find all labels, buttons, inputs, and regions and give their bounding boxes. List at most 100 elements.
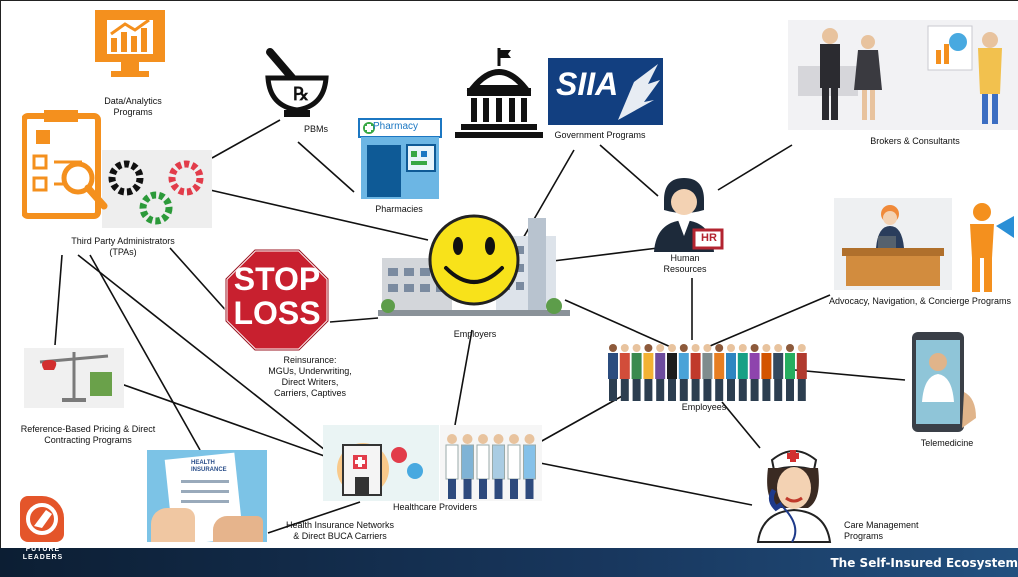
employee-head — [715, 344, 724, 352]
employee-head — [609, 344, 617, 352]
doctor-coat — [445, 444, 459, 480]
employee-legs — [691, 379, 700, 401]
doctor-legs — [479, 479, 487, 499]
doctor-coat — [507, 444, 521, 480]
human-resources-label: Human Resources — [663, 253, 707, 274]
employee-body — [655, 353, 666, 379]
doctor-coat — [461, 444, 474, 480]
employee-head — [668, 344, 676, 352]
hr-person-icon — [654, 178, 724, 252]
employee-legs — [715, 379, 724, 401]
employee-head — [679, 344, 688, 352]
doctor-head — [447, 434, 457, 444]
employee-legs — [656, 379, 665, 401]
doctor-legs — [448, 479, 456, 499]
employee-head — [797, 344, 806, 352]
doctor-head — [524, 434, 535, 444]
employee-legs — [727, 379, 735, 401]
link-employers-employees — [564, 299, 674, 349]
healthcare-providers-label: Healthcare Providers — [392, 502, 478, 512]
employee-body — [619, 353, 630, 379]
employee-head — [774, 344, 783, 352]
doctor-coat — [492, 444, 505, 480]
employee-body — [643, 353, 654, 379]
link-tpa-pbms — [211, 119, 281, 159]
loss-sign-text: LOSS — [233, 295, 321, 331]
link-employees-providers — [539, 394, 625, 443]
employee-head — [738, 344, 747, 352]
doctor-legs — [463, 479, 472, 499]
doctor-head — [493, 434, 504, 444]
stop-loss-sign — [224, 248, 330, 352]
footer-bar — [0, 548, 1018, 577]
pharmacy-building-icon — [358, 118, 442, 199]
employee-head — [762, 344, 771, 352]
siia-eagle-logo: SIIA — [548, 58, 663, 125]
employee-legs — [609, 379, 617, 401]
employee-head — [727, 344, 735, 352]
business-people-icon — [788, 20, 1018, 130]
link-tpa-reference — [54, 254, 63, 346]
pharmacies-label: Pharmacies — [375, 204, 423, 214]
care-management-label: Care Management Programs — [844, 520, 919, 541]
employee-legs — [620, 379, 629, 401]
reinsurance-label: Reinsurance: MGUs, Underwriting, Direct … — [268, 355, 352, 398]
link-employers-providers — [454, 329, 473, 426]
link-advocacy-employees — [709, 294, 831, 347]
employees-crowd-icon — [608, 344, 807, 401]
pbms-label: PBMs — [303, 124, 328, 134]
employee-body — [761, 353, 772, 379]
brokers-label: Brokers & Consultants — [870, 136, 960, 146]
employee-body — [667, 353, 677, 379]
employee-body — [608, 353, 618, 379]
employee-head — [632, 344, 641, 352]
employee-head — [703, 344, 712, 352]
reference-based-label: Reference-Based Pricing & Direct Contrac… — [20, 424, 156, 445]
advocacy-people-icon — [834, 198, 1014, 292]
doctor-head — [462, 434, 473, 444]
employee-head — [786, 344, 794, 352]
link-brokers-hr — [717, 144, 793, 191]
government-programs-label: Government Programs — [554, 130, 646, 140]
link-form-providers — [267, 501, 361, 534]
telemedicine-label: Telemedicine — [920, 438, 974, 448]
employee-legs — [668, 379, 676, 401]
employee-legs — [679, 379, 688, 401]
employers-label: Employers — [453, 329, 497, 339]
pharmacy-sign-text: Pharmacy — [373, 121, 419, 132]
doctor-coat — [476, 444, 490, 480]
employee-head — [691, 344, 700, 352]
footer-title: The Self-Insured Ecosystem — [830, 556, 1018, 570]
employee-legs — [644, 379, 653, 401]
hospital-icon — [323, 425, 439, 501]
link-hr-employers — [544, 247, 659, 263]
employee-legs — [797, 379, 806, 401]
smiley-building-icon — [378, 214, 570, 316]
link-govt-hr — [599, 144, 659, 197]
employees-label: Employees — [681, 402, 727, 412]
employee-head — [750, 344, 759, 352]
doctor-legs — [510, 479, 518, 499]
employee-body — [785, 353, 795, 379]
doctor-legs — [494, 479, 503, 499]
svg-text:℞: ℞ — [293, 84, 309, 105]
capitol-building-icon — [455, 48, 543, 138]
clipboard-gears-icon — [22, 110, 212, 228]
data-analytics-label: Data/Analytics Programs — [104, 96, 162, 117]
doctor-head — [478, 434, 488, 444]
link-tpa-reinsurance — [169, 247, 231, 316]
stop-sign-text: STOP — [233, 261, 321, 297]
insurance-form-title: HEALTH INSURANCE — [191, 460, 227, 473]
eagle-shield-icon — [20, 496, 64, 542]
insurance-form-icon: HEALTH INSURANCE — [147, 450, 267, 542]
employee-legs — [632, 379, 641, 401]
employee-legs — [774, 379, 783, 401]
employee-legs — [738, 379, 747, 401]
employee-legs — [703, 379, 712, 401]
employee-head — [620, 344, 629, 352]
doctor-coat — [523, 444, 536, 480]
monitor-chart-icon — [95, 10, 165, 77]
link-tpa-hospital — [77, 254, 326, 451]
